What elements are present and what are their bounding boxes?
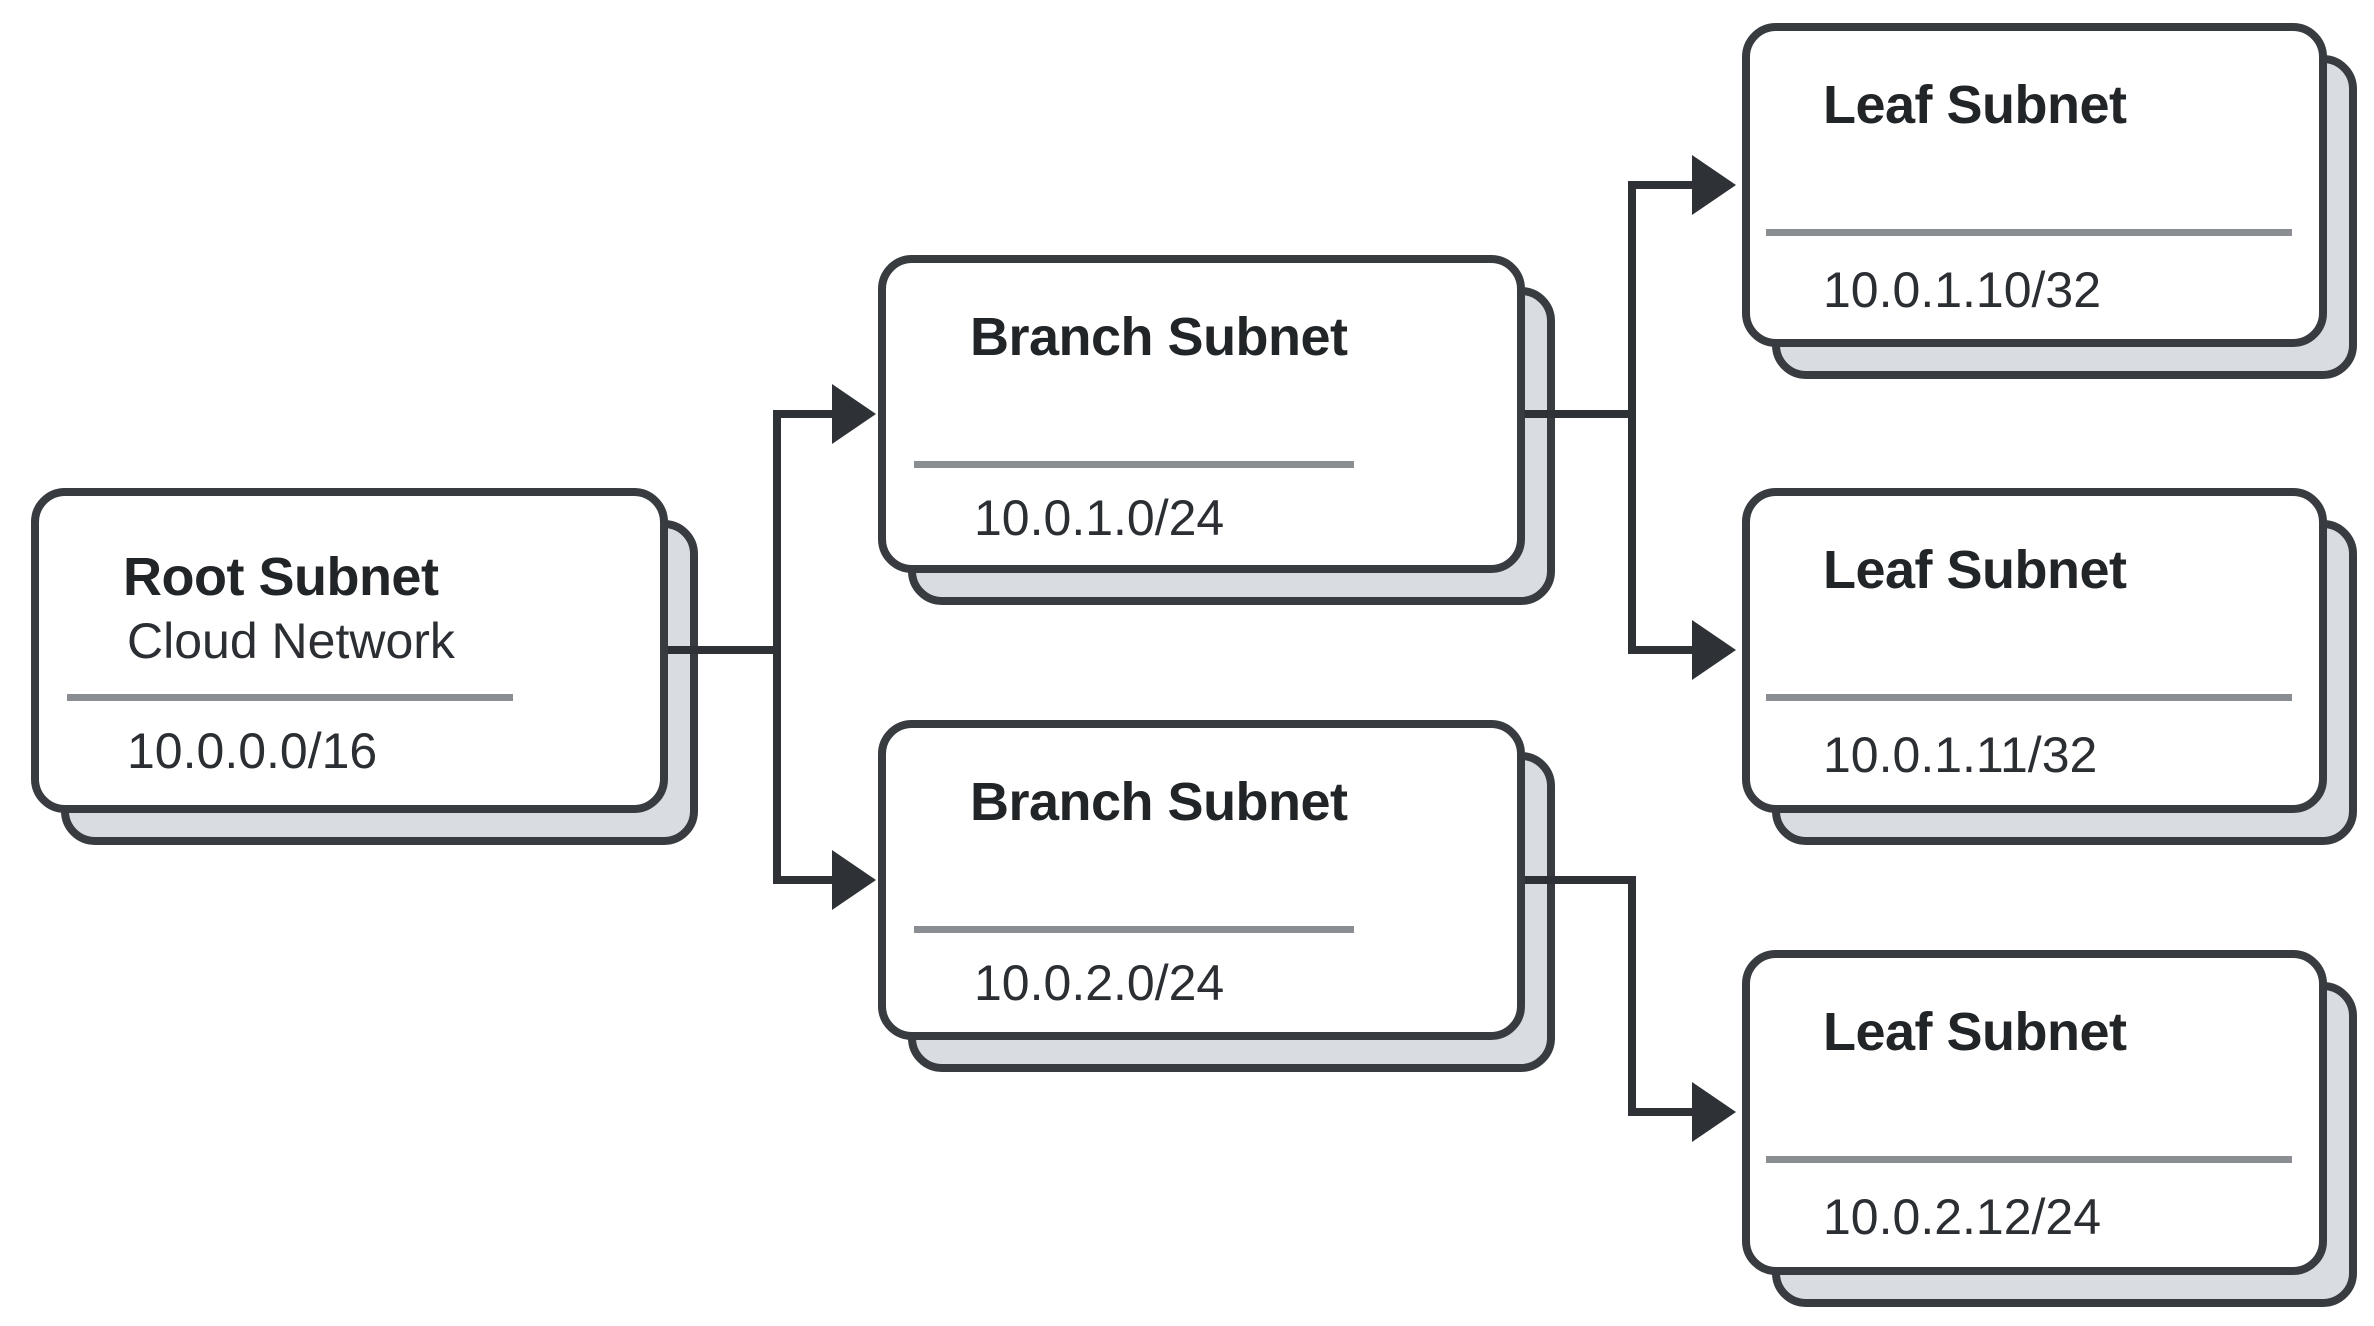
node-cidr: 10.0.2.12/24 — [1823, 1189, 2102, 1245]
card: Root Subnet Cloud Network 10.0.0.0/16 — [31, 488, 668, 813]
node-divider — [1766, 229, 2292, 236]
node-title: Branch Subnet — [970, 307, 1348, 367]
node-branch-subnet-1: Branch Subnet 10.0.1.0/24 — [878, 255, 1555, 605]
connector-root-to-branches — [668, 384, 876, 910]
node-leaf-subnet-3: Leaf Subnet 10.0.2.12/24 — [1742, 950, 2357, 1307]
arrowhead-icon — [1692, 1082, 1736, 1142]
card: Leaf Subnet 10.0.1.11/32 — [1742, 488, 2327, 813]
connector-branch1-to-leaves — [1525, 155, 1736, 680]
node-divider — [67, 694, 513, 701]
arrowhead-icon — [1692, 155, 1736, 215]
node-title: Root Subnet — [123, 547, 439, 607]
node-divider — [1766, 694, 2292, 701]
card: Branch Subnet 10.0.1.0/24 — [878, 255, 1525, 573]
node-cidr: 10.0.0.0/16 — [127, 723, 378, 779]
arrowhead-icon — [832, 384, 876, 444]
node-branch-subnet-2: Branch Subnet 10.0.2.0/24 — [878, 720, 1555, 1072]
node-divider — [914, 926, 1354, 933]
node-divider — [914, 461, 1354, 468]
node-cidr: 10.0.2.0/24 — [974, 955, 1225, 1011]
card: Branch Subnet 10.0.2.0/24 — [878, 720, 1525, 1040]
node-title: Leaf Subnet — [1823, 75, 2127, 135]
connector-line — [1628, 181, 1694, 654]
node-cidr: 10.0.1.10/32 — [1823, 262, 2102, 318]
node-cidr: 10.0.1.0/24 — [974, 490, 1225, 546]
connector-branch2-to-leaf — [1525, 876, 1736, 1142]
node-root-subnet: Root Subnet Cloud Network 10.0.0.0/16 — [31, 488, 698, 845]
node-cidr: 10.0.1.11/32 — [1823, 727, 2098, 783]
card: Leaf Subnet 10.0.1.10/32 — [1742, 23, 2327, 347]
node-title: Leaf Subnet — [1823, 540, 2127, 600]
node-leaf-subnet-2: Leaf Subnet 10.0.1.11/32 — [1742, 488, 2357, 845]
node-subtitle: Cloud Network — [127, 613, 455, 669]
connector-line — [773, 410, 834, 884]
arrowhead-icon — [832, 850, 876, 910]
node-leaf-subnet-1: Leaf Subnet 10.0.1.10/32 — [1742, 23, 2357, 379]
node-title: Leaf Subnet — [1823, 1002, 2127, 1062]
node-title: Branch Subnet — [970, 772, 1348, 832]
arrowhead-icon — [1692, 620, 1736, 680]
node-divider — [1766, 1156, 2292, 1163]
card: Leaf Subnet 10.0.2.12/24 — [1742, 950, 2327, 1275]
